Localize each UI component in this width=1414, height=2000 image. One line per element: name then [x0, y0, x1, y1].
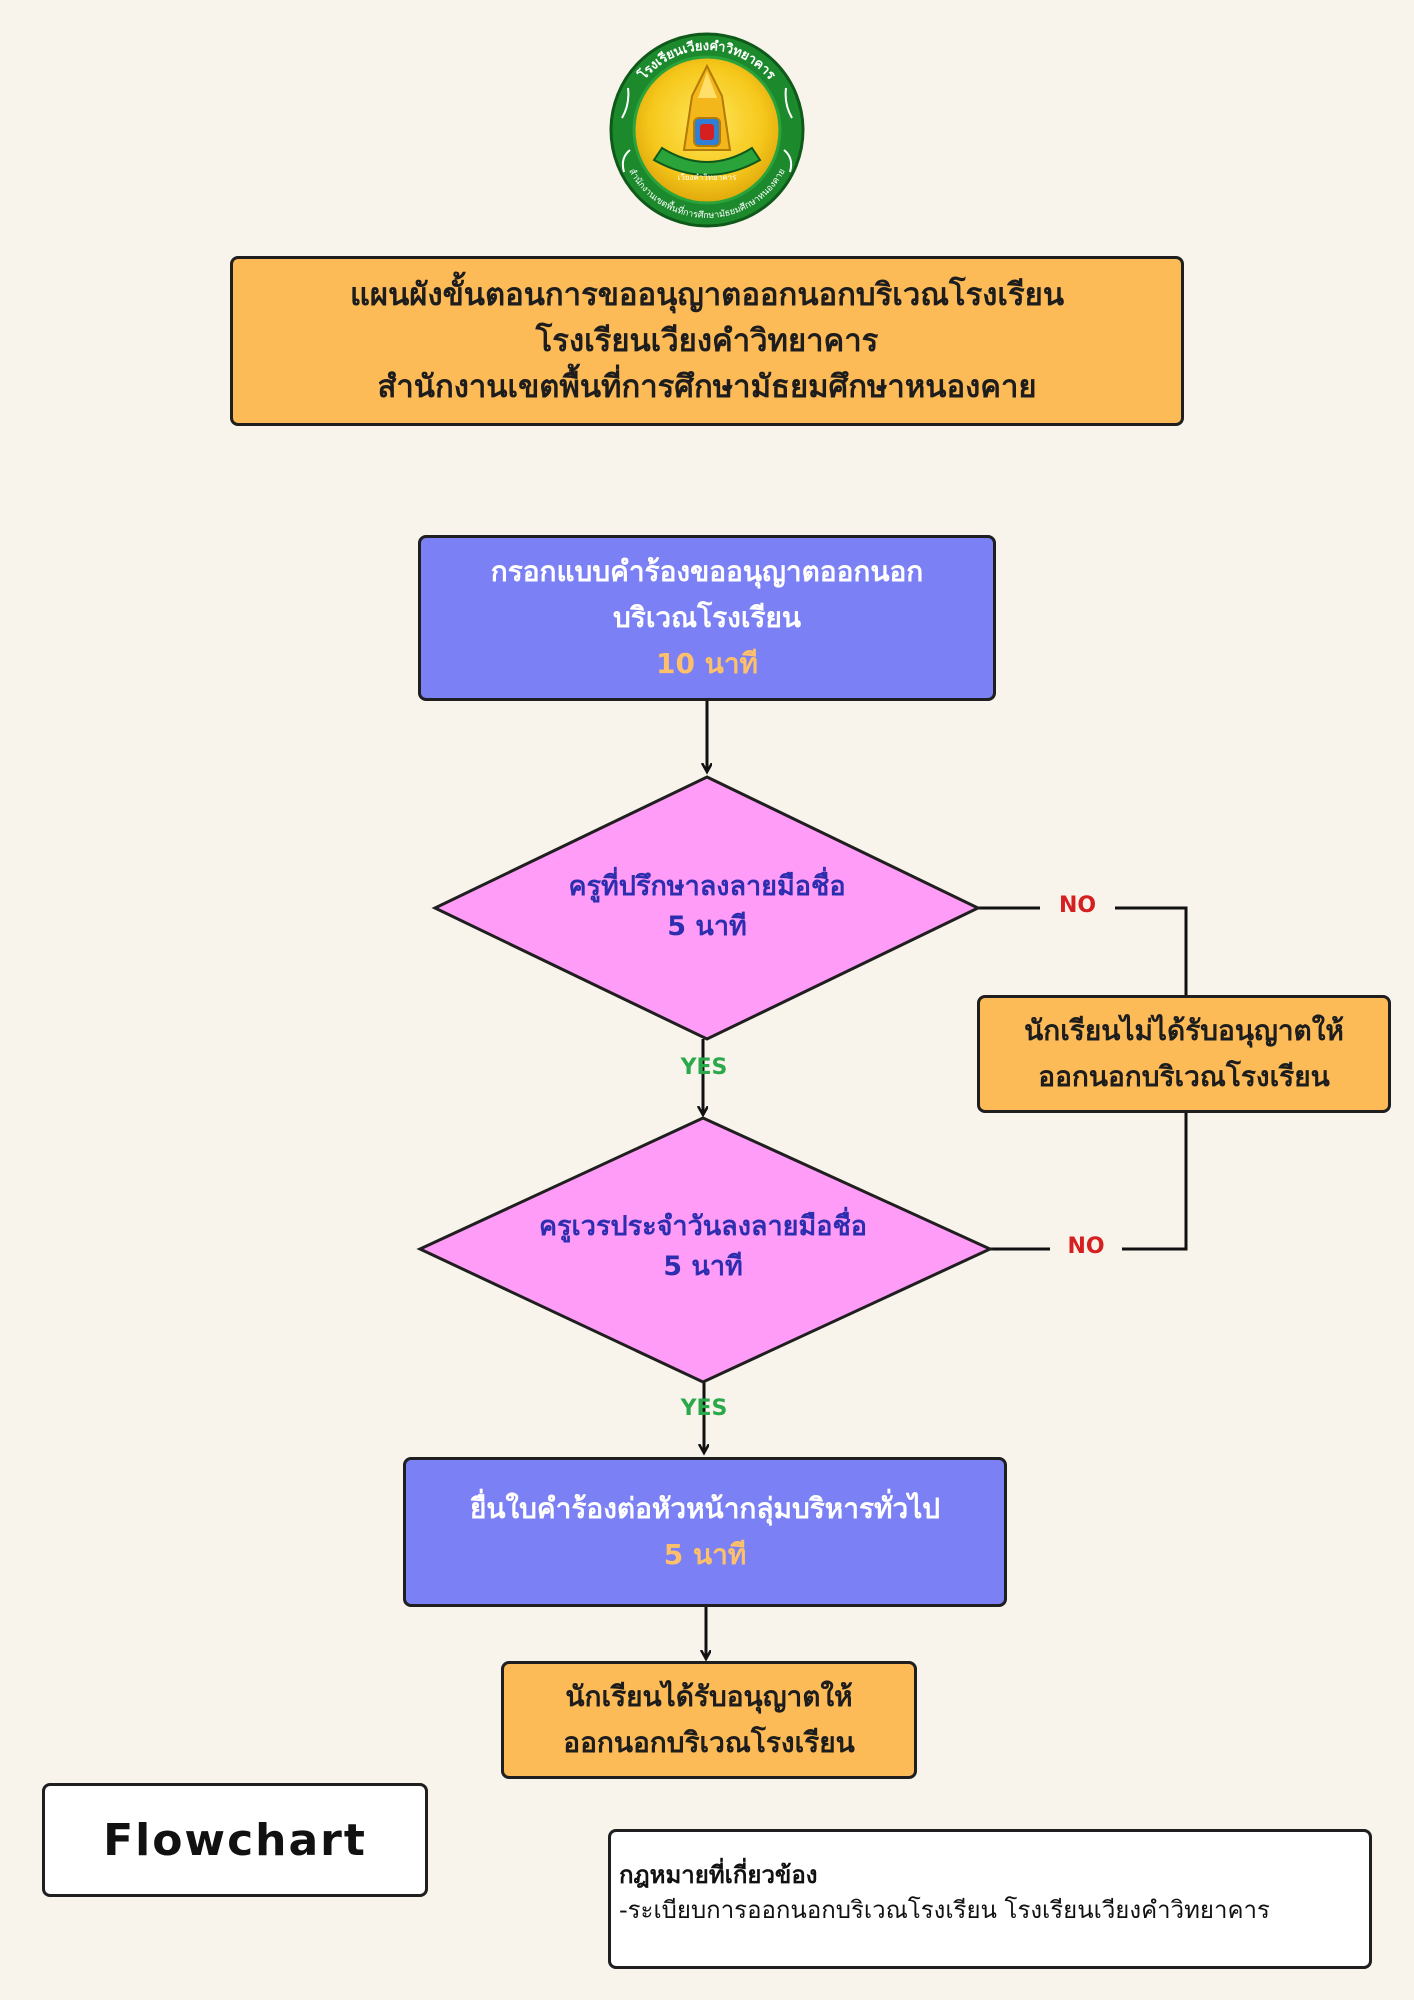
flowchart-label: Flowchart: [42, 1783, 428, 1897]
result-denied-line-1: นักเรียนไม่ได้รับอนุญาตให้: [1024, 1014, 1344, 1047]
svg-text:โรงเรียนเวียงคำวิทยาคาร: โรงเรียนเวียงคำวิทยาคาร: [634, 38, 778, 84]
decision-duty-sign: [416, 1116, 994, 1384]
step-submit-head-line-1: ยื่นใบคำร้องต่อหัวหน้ากลุ่มบริหารทั่วไป: [469, 1492, 941, 1525]
logo-ribbon-text: เวียงคำวิทยาคาร: [678, 173, 737, 182]
emblem-icon: [652, 63, 762, 176]
edge-label-duty-no: NO: [1067, 1234, 1105, 1259]
logo-ring-text: โรงเรียนเวียงคำวิทยาคาร สำนักงานเขตพื้นท…: [626, 38, 787, 221]
decision-advisor-sign: [431, 775, 982, 1041]
result-denied-line-2: ออกนอกบริเวณโรงเรียน: [1038, 1060, 1330, 1093]
school-logo: [609, 32, 805, 228]
edge-label-advisor-no: NO: [1058, 893, 1097, 918]
result-approved-line-1: นักเรียนได้รับอนุญาตให้: [565, 1680, 853, 1713]
header-box: แผนผังขั้นตอนการขออนุญาตออกนอกบริเวณโรงเ…: [230, 256, 1184, 426]
law-box: กฎหมายที่เกี่ยวข้อง -ระเบียบการออกนอกบริ…: [608, 1829, 1372, 1969]
connector-duty-no-to-denied: [1122, 1112, 1188, 1251]
law-text: -ระเบียบการออกนอกบริเวณโรงเรียน โรงเรียน…: [619, 1896, 1270, 1924]
step-fill-form-line-1: กรอกแบบคำร้องขออนุญาตออกนอก: [490, 555, 924, 588]
decision-duty-text: ครูเวรประจำวันลงลายมือชื่อ 5 นาที: [480, 1202, 926, 1292]
header-line-2: โรงเรียนเวียงคำวิทยาคาร: [535, 323, 879, 359]
decision-duty-label: ครูเวรประจำวันลงลายมือชื่อ: [538, 1211, 867, 1242]
decision-advisor-label: ครูที่ปรึกษาลงลายมือชื่อ: [568, 871, 846, 902]
header-line-3: สำนักงานเขตพื้นที่การศึกษามัธยมศึกษาหนอง…: [377, 369, 1037, 405]
decision-advisor-time: 5 นาที: [667, 911, 747, 942]
logo-top-text: โรงเรียนเวียงคำวิทยาคาร: [634, 38, 778, 84]
edge-label-advisor-yes: YES: [680, 1055, 728, 1080]
law-title: กฎหมายที่เกี่ยวข้อง: [619, 1861, 818, 1889]
connector-advisor-no-to-denied: [1115, 906, 1188, 995]
header-line-1: แผนผังขั้นตอนการขออนุญาตออกนอกบริเวณโรงเ…: [349, 277, 1065, 313]
step-fill-form: กรอกแบบคำร้องขออนุญาตออกนอก บริเวณโรงเรี…: [418, 535, 996, 701]
result-denied: นักเรียนไม่ได้รับอนุญาตให้ ออกนอกบริเวณโ…: [977, 995, 1391, 1113]
edge-label-duty-yes: YES: [680, 1396, 728, 1421]
result-approved: นักเรียนได้รับอนุญาตให้ ออกนอกบริเวณโรงเ…: [501, 1661, 917, 1779]
step-fill-form-line-2: บริเวณโรงเรียน: [613, 601, 801, 634]
result-approved-line-2: ออกนอกบริเวณโรงเรียน: [563, 1726, 855, 1759]
decision-duty-time: 5 นาที: [663, 1251, 743, 1282]
step-submit-head: ยื่นใบคำร้องต่อหัวหน้ากลุ่มบริหารทั่วไป …: [403, 1457, 1007, 1607]
decision-advisor-text: ครูที่ปรึกษาลงลายมือชื่อ 5 นาที: [490, 862, 924, 952]
step-fill-form-time: 10 นาที: [655, 647, 759, 680]
step-submit-head-time: 5 นาที: [663, 1538, 747, 1571]
